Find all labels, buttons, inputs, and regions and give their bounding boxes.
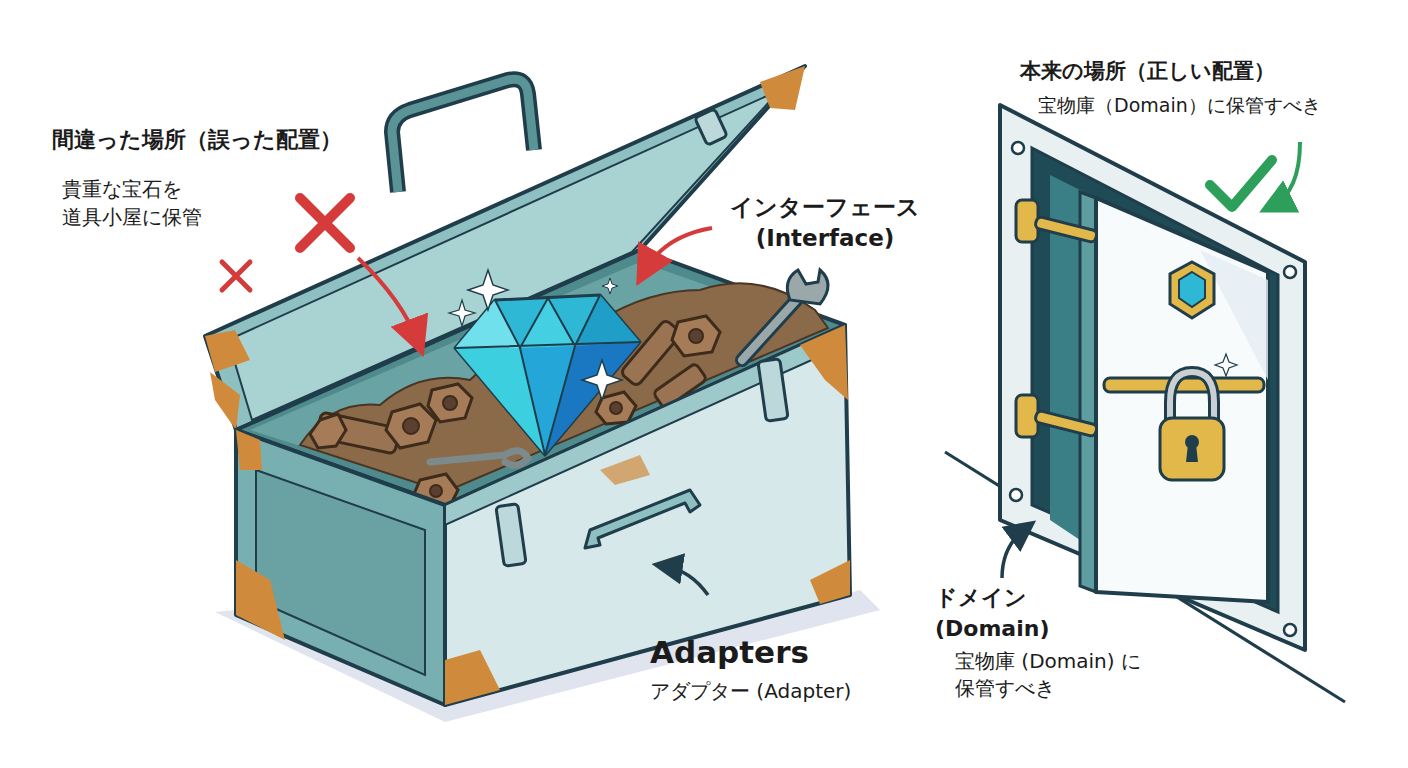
rust-patch: [205, 330, 250, 372]
nut: [672, 316, 720, 356]
nut: [386, 404, 436, 448]
box-side: [236, 430, 445, 705]
part-label: Adapters: [650, 634, 850, 671]
note-text: 宝物庫 (Domain) に 保管すべき: [955, 648, 1185, 702]
leader-arrow: [1002, 528, 1026, 578]
rust-patch: [236, 430, 262, 470]
wrong-mark: [222, 262, 250, 290]
box-front: [445, 325, 850, 705]
rust-patch: [445, 650, 500, 705]
wrench-jaw: [787, 270, 828, 304]
door-emblem: [1170, 262, 1214, 318]
note-text: 貴重な宝石を 道具小屋に保管: [62, 176, 242, 231]
front-handle: [585, 490, 700, 548]
padlock-body: [1160, 418, 1224, 480]
hinge-bar: [1035, 410, 1098, 437]
box-rim: [445, 325, 845, 525]
sparkle: [582, 360, 622, 400]
vault-frame: [1000, 105, 1305, 650]
gem-facet: [575, 295, 640, 346]
lid-handle: [392, 79, 534, 192]
emblem-gem: [1179, 272, 1205, 307]
rust-patch: [210, 372, 240, 430]
leader-arrow: [1272, 142, 1300, 206]
lock-bar: [1104, 378, 1264, 392]
door-edge: [1080, 192, 1096, 592]
latch: [496, 504, 526, 566]
section-heading: 本来の場所（正しい配置）: [1020, 58, 1400, 85]
lid-clip: [695, 109, 728, 145]
leader-arrow: [664, 566, 708, 595]
vault-opening: [1032, 148, 1278, 612]
note-text: 宝物庫（Domain）に保管すべき: [1038, 93, 1398, 118]
sparkle: [1215, 354, 1237, 376]
small-wrench: [430, 451, 528, 466]
nut-hole: [430, 485, 442, 497]
sparkle: [468, 270, 508, 310]
part-label: アダプター (Adapter): [650, 678, 910, 704]
check-mark: [1210, 160, 1272, 207]
latch: [758, 359, 788, 421]
door-glare: [1200, 250, 1268, 380]
rust-patch: [600, 455, 650, 485]
gem-facet: [520, 298, 575, 348]
rust-patch: [760, 66, 805, 110]
nut-hole: [610, 402, 622, 414]
keyhole: [1186, 444, 1198, 462]
bolt-rivet: [1012, 142, 1024, 154]
section-heading: 間違った場所（誤った配置）: [52, 126, 432, 155]
hinge-bar: [1035, 216, 1098, 243]
sparkle: [602, 278, 618, 294]
nut-hole: [403, 418, 419, 434]
nut-hole: [443, 396, 457, 410]
nut: [428, 384, 472, 422]
part-label: ドメイン (Domain): [935, 583, 1065, 645]
part-label: インターフェース (Interface): [700, 192, 950, 254]
bolt-rivet: [1284, 266, 1296, 278]
leader-arrow: [358, 258, 418, 342]
rust-patch: [800, 325, 848, 400]
sparkle: [449, 300, 475, 326]
rust-patch: [236, 560, 285, 640]
bolt-rivet: [1284, 624, 1296, 636]
bolt-rivet: [1010, 489, 1022, 501]
lid-handle: [392, 79, 534, 192]
vault-door: [1096, 198, 1268, 602]
box-side-panel: [256, 470, 425, 675]
rust-patch: [810, 560, 850, 604]
wrong-mark: [300, 198, 350, 248]
leader-arrow: [644, 228, 712, 272]
bolt-head: [310, 414, 346, 448]
nut-hole: [689, 329, 703, 343]
hinge: [1016, 200, 1038, 242]
